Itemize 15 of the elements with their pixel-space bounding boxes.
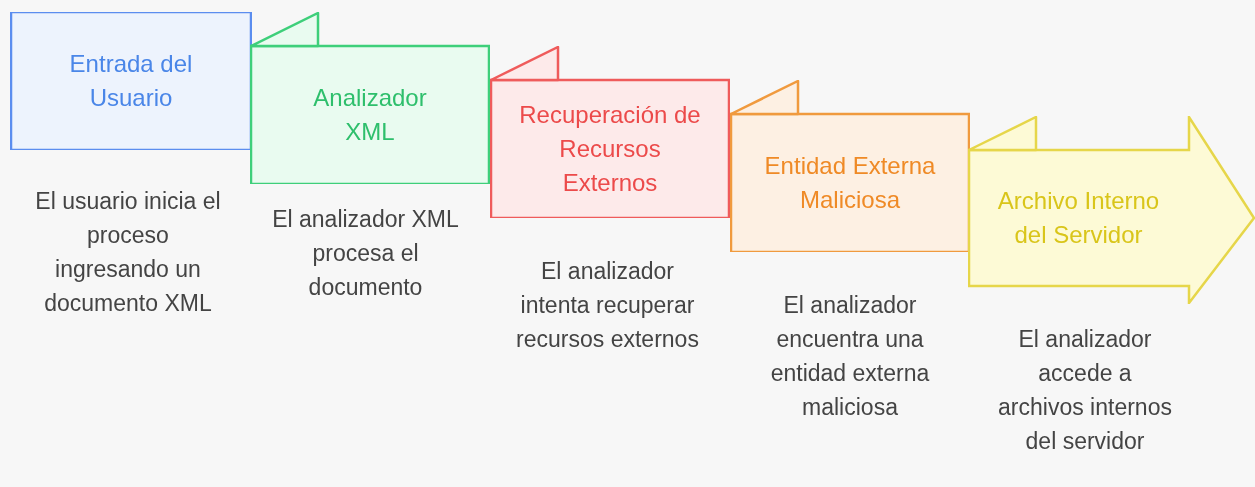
step-box	[730, 80, 970, 252]
step-description: El analizador intenta recuperar recursos externos	[515, 257, 700, 354]
step-title: Entidad Externa Maliciosa	[763, 151, 937, 215]
step-title: Analizador XML	[312, 83, 428, 147]
step-description: El analizador encuentra una entidad externa maliciosa	[769, 291, 931, 422]
arrow-step-shape	[968, 116, 1255, 304]
step-box	[250, 12, 490, 184]
step-description: El analizador accede a archivos internos del servidor	[997, 325, 1173, 456]
step-description: El analizador XML procesa el documento	[271, 205, 460, 302]
step-box	[10, 12, 252, 150]
step-title: Recuperación de Recursos Externos	[518, 100, 702, 198]
step-description: El usuario inicia el proceso ingresando un documento XML	[34, 187, 222, 318]
step-title: Entrada del Usuario	[68, 49, 194, 113]
step-title: Archivo Interno del Servidor	[996, 186, 1161, 250]
step-box	[490, 46, 730, 218]
